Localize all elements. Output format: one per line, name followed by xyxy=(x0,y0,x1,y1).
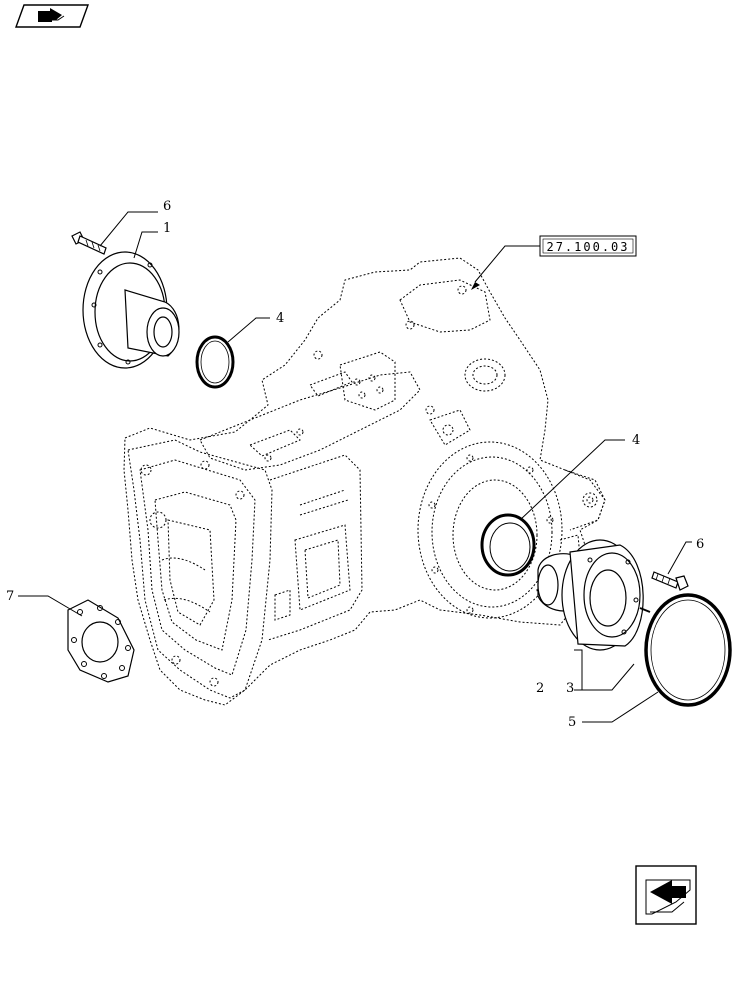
book-arrow-icon[interactable] xyxy=(15,4,89,28)
transmission-housing xyxy=(123,257,606,706)
callout-5: 5 xyxy=(568,715,576,730)
reference-label: 27.100.03 xyxy=(546,240,629,254)
callout-4-left: 4 xyxy=(276,311,284,326)
gasket-part-7 xyxy=(67,599,135,683)
bolt-part-6-left xyxy=(71,231,107,255)
callout-1: 1 xyxy=(163,221,171,236)
callout-6-right: 6 xyxy=(696,537,704,552)
reference-callout[interactable]: 27.100.03 xyxy=(471,235,637,290)
cover-flange-part-1 xyxy=(82,251,180,369)
callout-6-top: 6 xyxy=(163,199,171,214)
o-ring-part-5 xyxy=(644,593,732,707)
bolt-part-6-right xyxy=(651,571,689,591)
callout-2: 2 xyxy=(536,681,544,696)
reference-box[interactable] xyxy=(539,235,637,257)
seal-ring-part-4-right xyxy=(480,513,536,577)
callout-3: 3 xyxy=(566,681,574,696)
cover-flange-part-2-3 xyxy=(537,539,651,651)
callout-7: 7 xyxy=(6,589,14,604)
callout-4-right: 4 xyxy=(632,433,640,448)
previous-page-arrow-icon[interactable] xyxy=(635,865,697,925)
o-ring-part-4-left xyxy=(195,335,235,389)
